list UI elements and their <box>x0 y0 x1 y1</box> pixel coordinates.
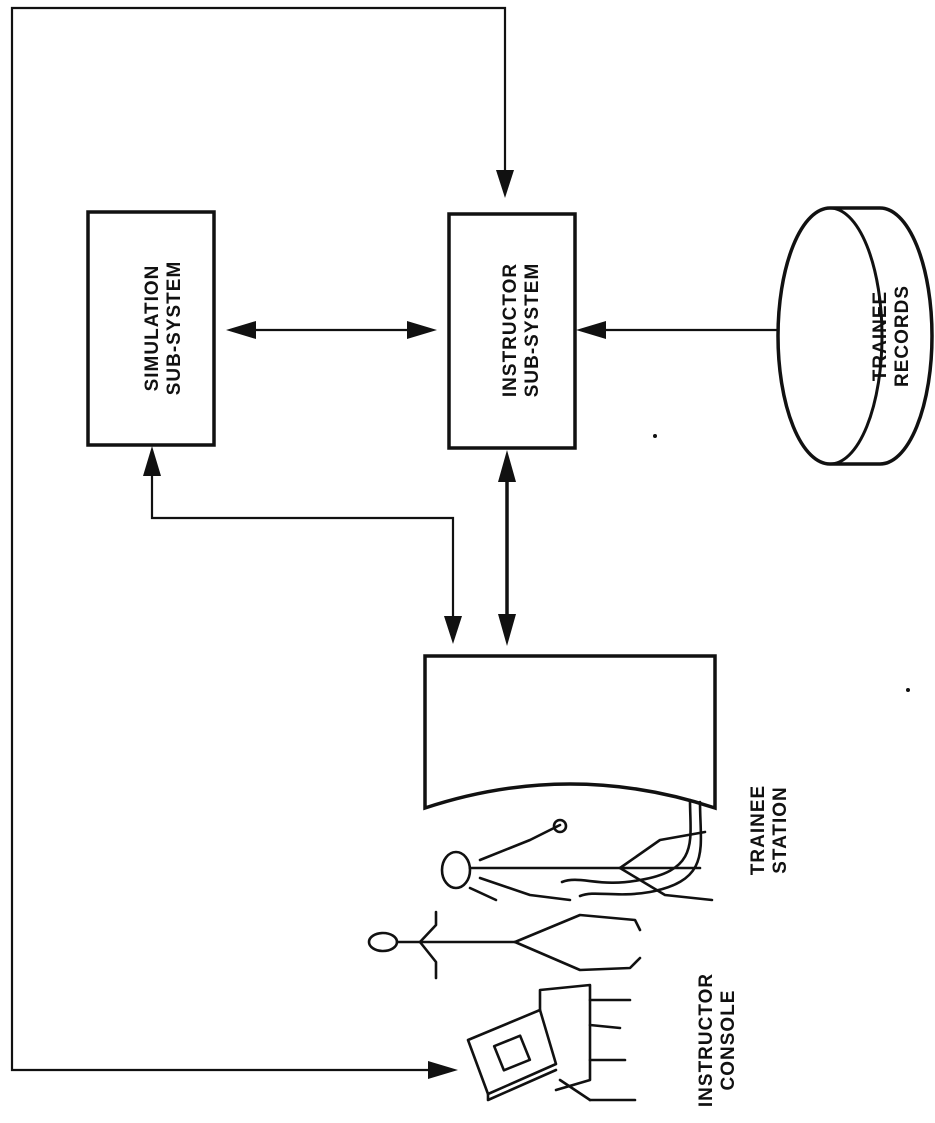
simulation-subsystem-node: SIMULATION SUB-SYSTEM <box>86 210 216 447</box>
edge-instructor-to-records <box>576 321 808 339</box>
instructor-subsystem-node: INSTRUCTOR SUB-SYSTEM <box>447 212 577 450</box>
trainee-station-node: TRAINEE STATION <box>423 654 791 898</box>
edge-simulation-to-instructor <box>226 321 437 339</box>
instructor-console-label-line1: INSTRUCTOR <box>696 973 717 1107</box>
scan-speck <box>653 434 657 438</box>
arrowhead-down-icon <box>498 614 516 646</box>
edge-instructor-to-station <box>498 450 516 646</box>
instructor-subsystem-label-line2: SUB-SYSTEM <box>522 263 543 398</box>
arrowhead-left-icon <box>226 321 256 339</box>
arrowhead-down-icon <box>444 616 462 644</box>
instructor-figure <box>367 910 642 980</box>
trainee-records-node: TRAINEE RECORDS <box>776 206 934 466</box>
instructor-console-label-line2: CONSOLE <box>718 990 739 1091</box>
edge-console-to-instructor-subsystem <box>10 6 514 1079</box>
trainee-figure <box>440 823 714 902</box>
instructor-console-node: INSTRUCTOR CONSOLE <box>466 973 739 1107</box>
simulation-label-line2: SUB-SYSTEM <box>164 261 185 396</box>
simulation-label-line1: SIMULATION <box>142 265 163 392</box>
trainee-records-label-line2: RECORDS <box>892 285 913 387</box>
arrowhead-right-icon <box>428 1061 458 1079</box>
instructor-subsystem-label-line1: INSTRUCTOR <box>500 263 521 397</box>
scan-speck <box>906 688 910 692</box>
arrowhead-left-icon <box>576 321 606 339</box>
arrowhead-up-icon <box>498 450 516 482</box>
trainee-station-label-line1: TRAINEE <box>748 785 769 875</box>
trainee-station-label-line2: STATION <box>770 786 791 874</box>
arrowhead-right-icon <box>407 321 437 339</box>
arrowhead-down-icon <box>496 170 514 198</box>
trainee-records-label-line1: TRAINEE <box>870 291 891 381</box>
edge-simulation-to-station <box>143 446 462 644</box>
arrowhead-up-icon <box>143 446 161 476</box>
